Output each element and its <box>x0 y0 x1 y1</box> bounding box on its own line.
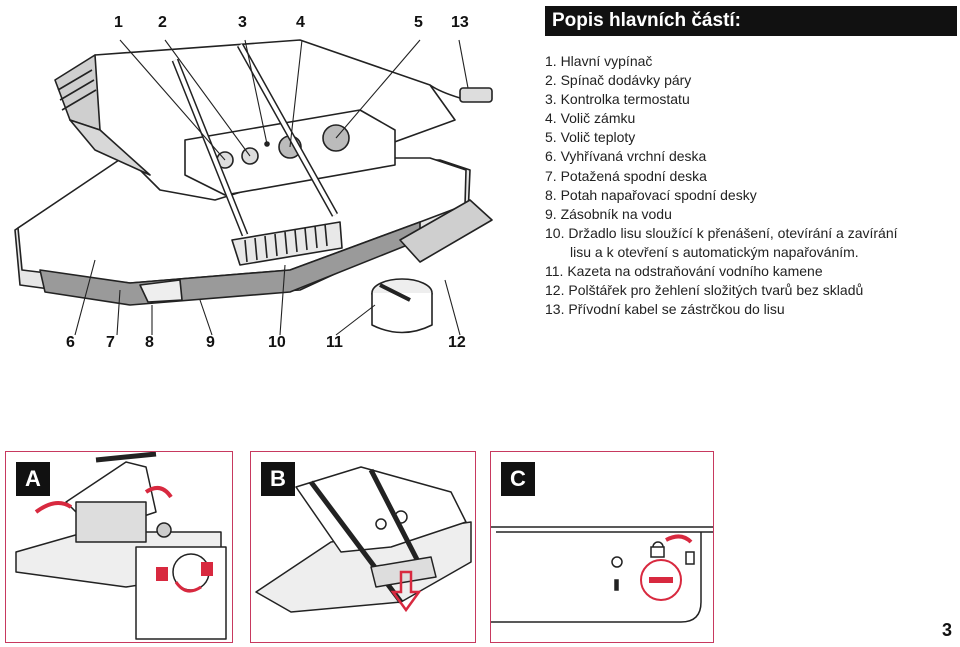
list-item-continuation: lisu a k otevření s automatickým napařov… <box>570 243 859 260</box>
panel-b-illustration <box>255 466 472 613</box>
list-item: 3. Kontrolka termostatu <box>545 91 690 108</box>
water-tank <box>139 279 183 303</box>
page-number: 3 <box>941 620 952 640</box>
rotate-arrow-icon <box>174 581 202 593</box>
rotate-arrow-icon <box>144 486 173 499</box>
list-item: 8. Potah napařovací spodní desky <box>545 186 757 203</box>
callout-11: 11 <box>326 334 343 351</box>
panel-c: C <box>490 451 714 643</box>
panel-label-c: C <box>501 462 535 496</box>
section-title: Popis hlavních částí: <box>552 10 741 31</box>
lock-lever-icon <box>201 562 213 576</box>
callout-5: 5 <box>414 14 423 31</box>
press-down-arrow-icon <box>390 570 422 613</box>
panel-a-illustration <box>15 452 227 640</box>
power-cord <box>429 84 461 99</box>
callout-9: 9 <box>206 334 215 351</box>
list-item: 2. Spínač dodávky páry <box>545 72 692 89</box>
callout-12: 12 <box>448 334 466 351</box>
pad <box>399 199 493 263</box>
list-item: 9. Zásobník na vodu <box>545 205 672 222</box>
rotate-arrow-icon <box>665 534 693 544</box>
steam-press-illustration <box>14 39 493 336</box>
list-item: 6. Vyhřívaná vrchní deska <box>545 148 707 165</box>
callout-2: 2 <box>158 14 167 31</box>
handle-grip <box>231 221 343 266</box>
list-item: 12. Polštářek pro žehlení složitých tvar… <box>545 282 864 299</box>
panel-label-b: B <box>261 462 295 496</box>
panel-c-illustration <box>491 526 713 623</box>
list-item: 4. Volič zámku <box>545 110 636 127</box>
callout-6: 6 <box>66 334 75 351</box>
callout-10: 10 <box>268 334 286 351</box>
list-item: 7. Potažená spodní deska <box>545 167 707 184</box>
section-header: Popis hlavních částí: <box>545 6 957 36</box>
callout-8: 8 <box>145 334 154 351</box>
callout-7: 7 <box>106 334 115 351</box>
panel-b: B <box>250 451 476 643</box>
panel-label-a: A <box>16 462 50 496</box>
callout-13: 13 <box>451 14 469 31</box>
list-item: 5. Volič teploty <box>545 129 636 146</box>
parts-list: 1. Hlavní vypínač 2. Spínač dodávky páry… <box>545 52 957 319</box>
list-item: 1. Hlavní vypínač <box>545 53 653 69</box>
list-item: 11. Kazeta na odstraňování vodního kamen… <box>545 263 823 280</box>
list-item: 10. Držadlo lisu sloužící k přenášení, o… <box>545 224 957 262</box>
panel-a: A <box>5 451 233 643</box>
callout-3: 3 <box>238 14 247 31</box>
list-item: 13. Přívodní kabel se zástrčkou do lisu <box>545 301 785 318</box>
callout-1: 1 <box>114 14 123 31</box>
callout-4: 4 <box>296 14 305 31</box>
rotate-arrow-icon <box>34 501 73 514</box>
lock-lever-icon <box>156 567 168 581</box>
